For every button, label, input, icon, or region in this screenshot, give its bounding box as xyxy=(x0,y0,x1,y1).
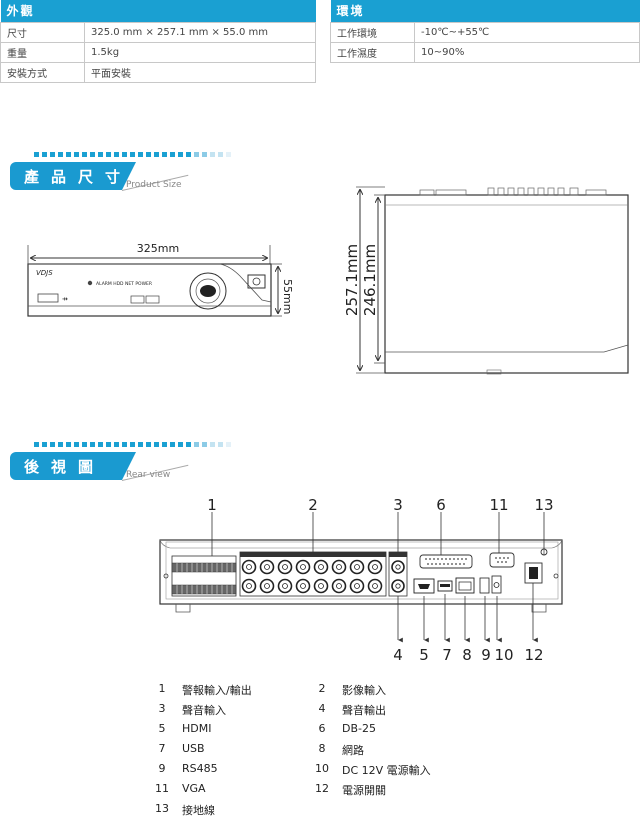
audio-io-group xyxy=(388,551,408,597)
callout-number: 3 xyxy=(393,496,403,514)
rs485-port-icon xyxy=(479,577,490,594)
section-subtitle: Rear view xyxy=(126,470,171,480)
callout-labels-bottom: 4 5 7 8 9 10 12 xyxy=(393,646,543,664)
callout-number: 7 xyxy=(442,646,452,664)
rear-panel-outline xyxy=(159,539,563,605)
spec-value: 10~90% xyxy=(414,41,640,63)
callout-lines-top xyxy=(211,512,545,556)
height-label: 55mm xyxy=(281,279,294,314)
section-subtitle: Product Size xyxy=(126,180,182,190)
bnc-connector-icons xyxy=(241,559,383,594)
audio-input-icon xyxy=(391,560,405,574)
front-button-icon xyxy=(130,295,145,304)
spec-key: 安裝方式 xyxy=(0,61,85,83)
spec-header-environment: 環境 xyxy=(330,0,640,22)
vga-port-icon xyxy=(489,552,515,568)
indicator-labels: ALARM HDD NET POWER xyxy=(96,281,152,287)
section-badge xyxy=(10,162,136,190)
callout-number: 8 xyxy=(462,646,472,664)
front-panel xyxy=(27,263,272,317)
audio-output-icon xyxy=(391,579,405,593)
rear-connector-outlines xyxy=(419,187,607,196)
width-label: 325mm xyxy=(137,242,179,255)
brand-logo: VDJS xyxy=(36,269,53,277)
section-badge xyxy=(10,452,136,480)
spec-header-appearance: 外觀 xyxy=(0,0,316,22)
callout-number: 6 xyxy=(436,496,446,514)
db25-port-icon xyxy=(419,554,473,569)
callout-number: 4 xyxy=(393,646,403,664)
spec-table-environment: 環境 工作環境 -10℃~+55℃ 工作濕度 10~90% xyxy=(330,0,640,63)
alarm-terminal-block xyxy=(171,555,237,597)
ethernet-port-icon xyxy=(455,577,475,594)
power-switch-icon xyxy=(524,562,543,584)
decorative-dots xyxy=(34,152,231,157)
spec-value: 平面安裝 xyxy=(84,61,316,83)
callout-number: 10 xyxy=(494,646,513,664)
outer-depth-label: 257.1mm xyxy=(343,244,361,316)
decorative-dots xyxy=(34,442,231,447)
usb-port-icon xyxy=(37,293,59,303)
power-button-icon xyxy=(247,274,266,289)
callout-number: 5 xyxy=(419,646,429,664)
callout-number: 9 xyxy=(481,646,491,664)
top-view-drawing: 257.1mm 246.1mm xyxy=(343,186,629,375)
callout-lines-bottom xyxy=(397,583,538,643)
rear-view-drawing: 1 2 3 6 11 13 4 5 7 8 9 10 12 xyxy=(159,496,563,664)
usb-symbol-icon: ⇸ xyxy=(62,295,68,303)
front-view-drawing: 325mm VDJS ALARM HDD NET POWER ⇸ 55mm xyxy=(27,242,294,317)
dc-power-input-icon xyxy=(491,575,502,594)
callout-number: 1 xyxy=(207,496,217,514)
hdmi-port-icon xyxy=(413,578,435,594)
section-header-rear-view: 後視圖 Rear view xyxy=(0,440,320,500)
navigation-dial-icon xyxy=(189,272,227,310)
spec-table-appearance: 外觀 尺寸 325.0 mm × 257.1 mm × 55.0 mm 重量 1… xyxy=(0,0,316,83)
section-title: 產品尺寸 xyxy=(24,168,133,186)
section-header-product-size: 產品尺寸 Product Size xyxy=(0,150,320,210)
callout-number: 12 xyxy=(524,646,543,664)
top-chassis-outline xyxy=(384,194,629,374)
dial-center-button xyxy=(200,285,216,297)
front-button-icon xyxy=(145,295,160,304)
usb-port-rear-icon xyxy=(437,580,453,592)
callout-number: 11 xyxy=(489,496,508,514)
callout-number: 2 xyxy=(308,496,318,514)
indicator-led-icon xyxy=(87,280,93,286)
inner-depth-label: 246.1mm xyxy=(361,244,379,316)
callout-number: 13 xyxy=(534,496,553,514)
section-title: 後視圖 xyxy=(24,458,106,476)
callout-labels-top: 1 2 3 6 11 13 xyxy=(207,496,553,514)
